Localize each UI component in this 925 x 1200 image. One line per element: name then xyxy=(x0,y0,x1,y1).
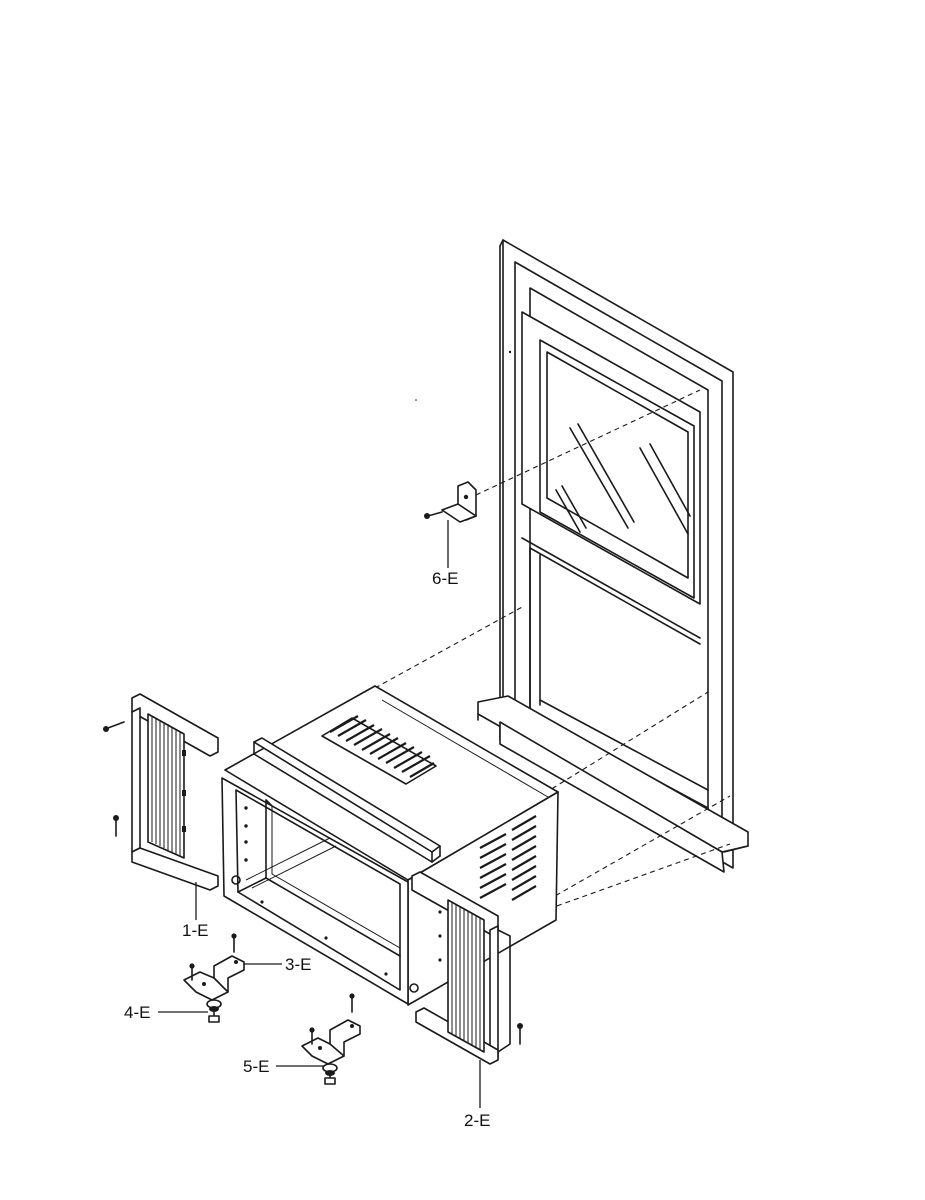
window-sill xyxy=(477,695,749,873)
window-frame xyxy=(499,239,734,869)
callout-label-6e: 6-E xyxy=(432,569,458,588)
callout-label-1e: 1-E xyxy=(182,921,208,940)
callout-label-5e: 5-E xyxy=(243,1057,269,1076)
scan-speck xyxy=(508,350,512,354)
callout-label-2e: 2-E xyxy=(464,1111,490,1130)
side-curtain-panel-1e xyxy=(103,693,219,891)
support-bracket-6e xyxy=(424,481,477,523)
top-vent-louvers xyxy=(321,715,437,785)
callout-label-3e: 3-E xyxy=(285,955,311,974)
leveling-bolt-4e xyxy=(206,999,222,1023)
side-vent-louvers xyxy=(479,815,537,901)
scan-speck xyxy=(415,399,417,401)
sill-bracket-3e xyxy=(183,933,245,1001)
sill-bracket-second xyxy=(301,993,361,1065)
leveling-bolt-5e xyxy=(322,1063,338,1085)
assembly-dashlines xyxy=(374,605,731,913)
top-channel-rail xyxy=(253,737,441,863)
callout-label-4e: 4-E xyxy=(124,1003,150,1022)
side-curtain-panel-2e xyxy=(411,871,523,1065)
